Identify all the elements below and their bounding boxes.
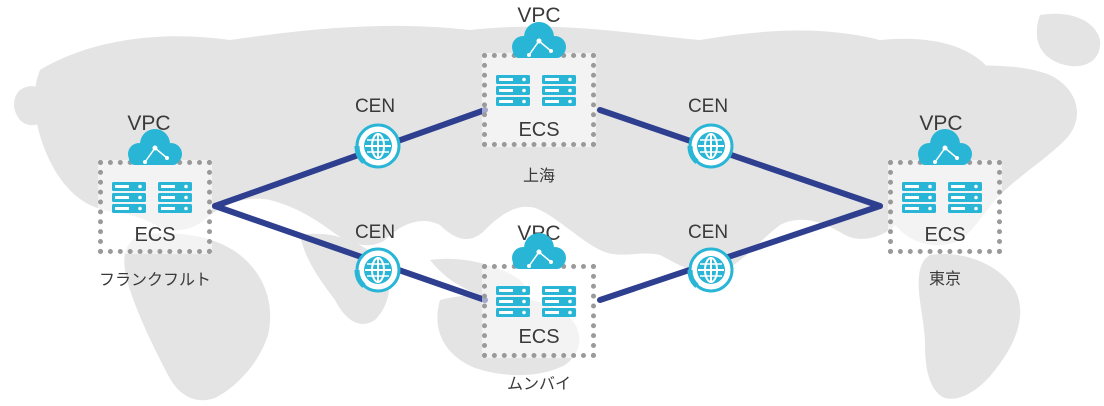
cloud-icon <box>128 129 182 165</box>
vpc-label: VPC <box>919 112 963 135</box>
link-line <box>212 107 488 209</box>
server-icon <box>902 182 936 213</box>
ecs-label: ECS <box>924 224 966 246</box>
cloud-icon <box>512 233 566 269</box>
cen-globe-icon <box>687 247 734 293</box>
link-line <box>212 203 488 303</box>
server-icon <box>542 286 576 317</box>
cen-label: CEN <box>354 222 396 243</box>
city-label: 東京 <box>928 271 961 288</box>
link-line <box>597 203 883 303</box>
ecs-label: ECS <box>518 326 560 348</box>
link-line <box>597 107 883 209</box>
cen-globe-icon <box>354 123 401 169</box>
cloud-icon <box>918 129 972 165</box>
server-icon <box>496 75 530 106</box>
server-icon <box>158 182 192 213</box>
cen-globe-icon <box>354 247 401 293</box>
ecs-label: ECS <box>134 224 176 246</box>
city-label: フランクフルト <box>98 272 211 289</box>
cen-label: CEN <box>354 96 396 117</box>
city-label: ムンバイ <box>506 376 571 393</box>
server-icon <box>496 286 530 317</box>
cen-label: CEN <box>687 96 729 117</box>
vpc-label: VPC <box>127 112 171 135</box>
cloud-icon <box>512 22 566 58</box>
server-icon <box>542 75 576 106</box>
city-label: 上海 <box>522 168 555 185</box>
cen-label: CEN <box>687 222 729 243</box>
server-icon <box>112 182 146 213</box>
server-icon <box>948 182 982 213</box>
ecs-label: ECS <box>518 119 560 141</box>
cen-globe-icon <box>687 123 734 169</box>
vpc-label: VPC <box>517 4 561 27</box>
